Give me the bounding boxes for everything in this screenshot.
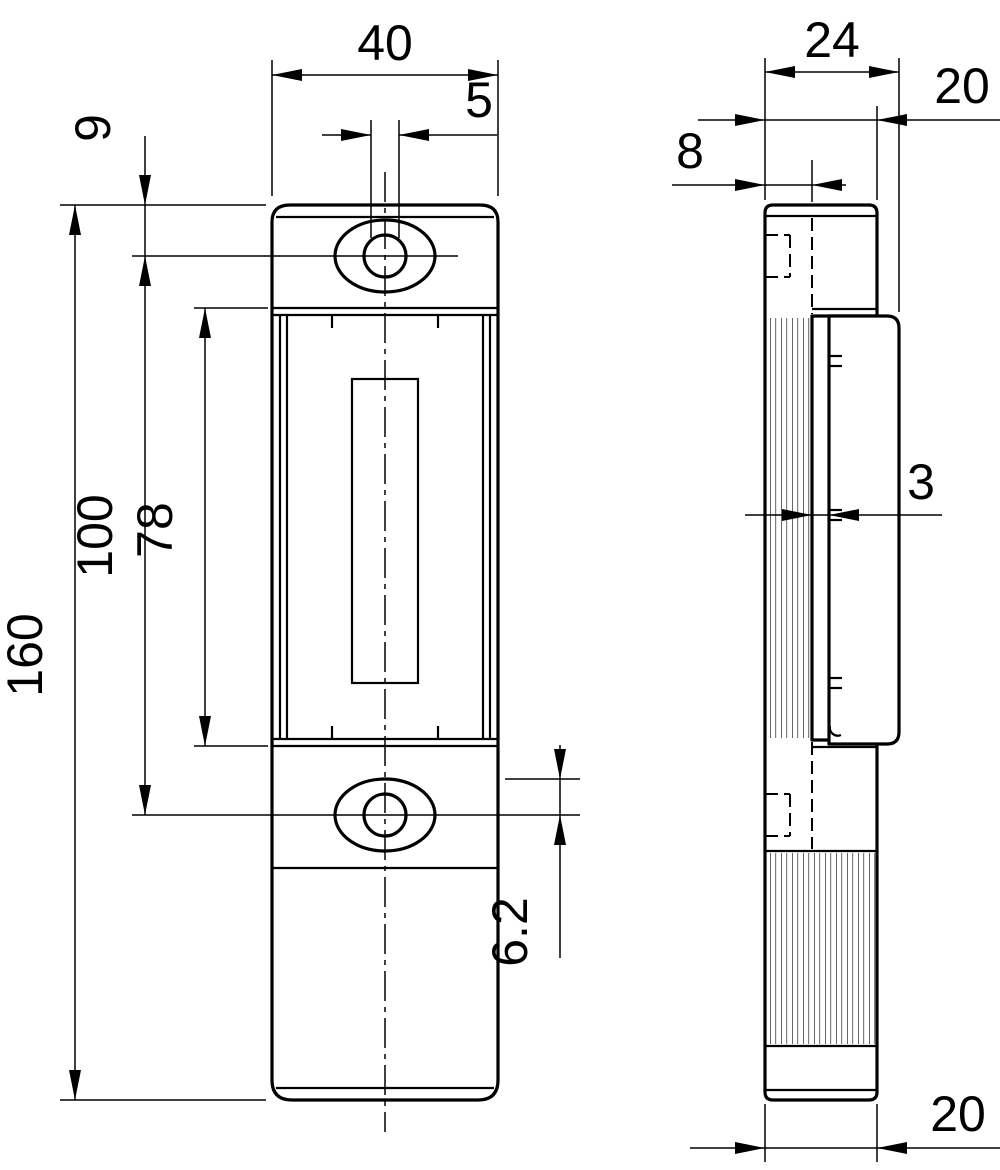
front-centerlines <box>132 172 580 1132</box>
dimension-arrow <box>69 205 81 235</box>
dim-label-20-bottom: 20 <box>930 1086 986 1142</box>
front-view <box>132 172 580 1132</box>
dimension-arrow <box>869 66 899 78</box>
dimension-arrow <box>139 785 151 815</box>
side-hatching-lower <box>766 853 876 1044</box>
dimension-arrow <box>735 179 765 191</box>
dim-window-78: 78 <box>127 307 268 747</box>
dimension-arrow <box>399 129 429 141</box>
dimension-arrow <box>272 69 302 81</box>
dim-depth-20-top: 20 <box>698 58 1000 200</box>
dim-gap-3: 3 <box>745 454 942 521</box>
dim-slot-5: 5 <box>322 72 497 238</box>
dim-label-24: 24 <box>804 12 860 68</box>
dimension-arrow <box>341 129 371 141</box>
dimension-arrow <box>554 749 566 779</box>
dimension-arrow <box>765 66 795 78</box>
dim-spacing-100: 100 <box>67 494 151 815</box>
dim-recess-8: 8 <box>672 123 846 202</box>
side-plate-clip-marks <box>828 354 842 737</box>
dimension-arrow <box>877 1142 907 1154</box>
dim-label-78: 78 <box>127 502 183 558</box>
dimension-arrow <box>69 1070 81 1100</box>
dimension-arrow <box>139 256 151 286</box>
dim-width-40: 40 <box>271 15 499 196</box>
dim-lip-6-2: 6.2 <box>482 745 580 967</box>
front-body-outline <box>270 203 500 1102</box>
dimension-arrow <box>877 114 907 126</box>
dim-height-160: 160 <box>0 205 266 1101</box>
dimension-arrow <box>199 308 211 338</box>
dimensions: 40 5 9 100 <box>0 12 1000 1162</box>
dimension-arrow <box>554 815 566 845</box>
dim-depth-24: 24 <box>764 12 900 312</box>
dimension-arrow <box>139 175 151 205</box>
side-detail-lines <box>765 214 877 1092</box>
side-body-outline <box>763 203 879 1102</box>
dim-offset-9: 9 <box>60 114 266 815</box>
dimension-arrow <box>735 1142 765 1154</box>
dim-depth-20-bottom: 20 <box>690 1086 1000 1162</box>
dim-label-3: 3 <box>907 454 935 510</box>
dim-label-40: 40 <box>357 15 413 71</box>
side-hidden-lines <box>765 218 813 849</box>
dim-label-100: 100 <box>67 494 123 577</box>
dim-label-9: 9 <box>65 114 121 142</box>
dimension-arrow <box>735 114 765 126</box>
dimension-arrow <box>199 716 211 746</box>
side-view <box>763 203 901 1102</box>
dim-label-20-top: 20 <box>934 58 990 114</box>
dim-label-160: 160 <box>0 613 53 696</box>
dimension-arrow <box>812 179 842 191</box>
dim-label-5: 5 <box>465 72 493 128</box>
dim-label-6-2: 6.2 <box>482 897 538 967</box>
side-armature-plate <box>827 314 901 746</box>
dim-label-8: 8 <box>676 123 704 179</box>
side-hatching-upper <box>766 318 811 738</box>
